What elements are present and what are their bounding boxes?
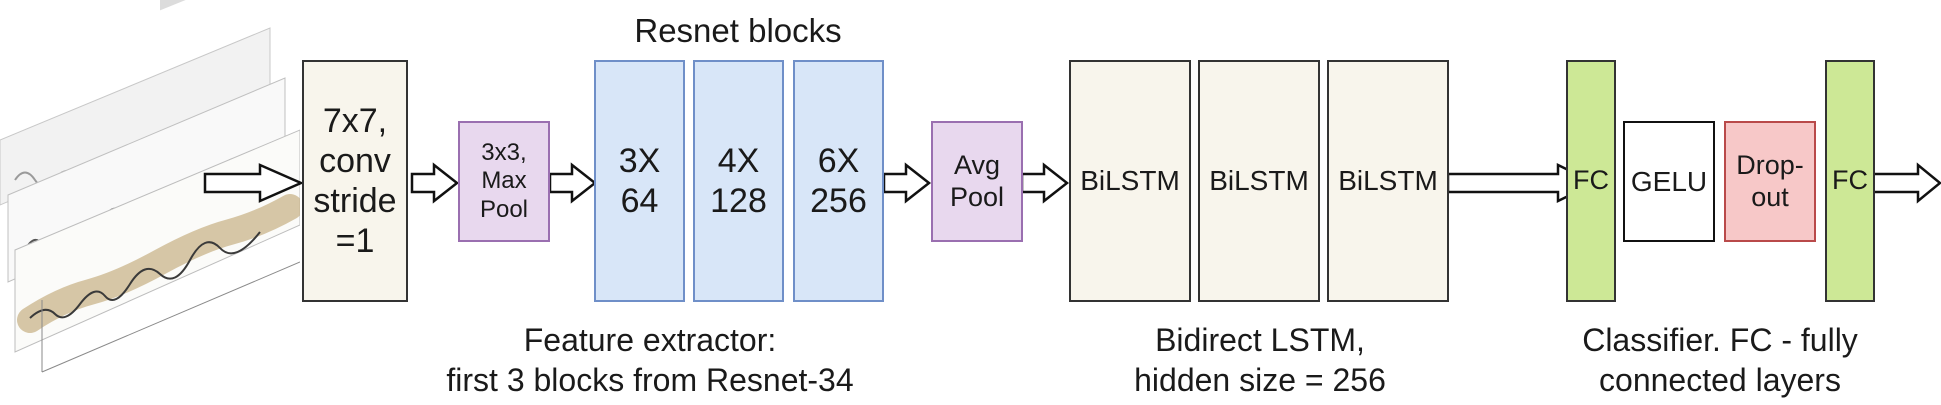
- resnet-block-256: 6X 256: [793, 60, 884, 302]
- max-pool-block: 3x3, Max Pool: [458, 121, 550, 242]
- arrow-avgpool-to-lstm: [1020, 162, 1070, 204]
- classifier-caption: Classifier. FC - fully connected layers: [1582, 322, 1858, 398]
- bilstm-block-1: BiLSTM: [1069, 60, 1191, 302]
- arrow-input-to-conv: [203, 163, 305, 203]
- arrow-resnet-to-avgpool: [882, 162, 932, 204]
- conv-block: 7x7, conv stride =1: [302, 60, 408, 302]
- dropout-block: Drop- out: [1724, 121, 1816, 242]
- resnet-block-128: 4X 128: [693, 60, 784, 302]
- feature-extractor-caption: Feature extractor: first 3 blocks from R…: [446, 322, 854, 398]
- resnet-block-64: 3X 64: [594, 60, 685, 302]
- gelu-block: GELU: [1623, 121, 1715, 242]
- avg-pool-block: Avg Pool: [931, 121, 1023, 242]
- arrow-output: [1871, 162, 1941, 204]
- arrow-maxpool-to-resnet: [548, 162, 598, 204]
- resnet-blocks-title: Resnet blocks: [634, 12, 842, 49]
- fc-layer-1: FC: [1566, 60, 1616, 302]
- arrow-conv-to-maxpool: [410, 162, 460, 204]
- bilstm-block-3: BiLSTM: [1327, 60, 1449, 302]
- fc-layer-2: FC: [1825, 60, 1875, 302]
- bilstm-block-2: BiLSTM: [1198, 60, 1320, 302]
- lstm-caption: Bidirect LSTM, hidden size = 256: [1134, 322, 1386, 398]
